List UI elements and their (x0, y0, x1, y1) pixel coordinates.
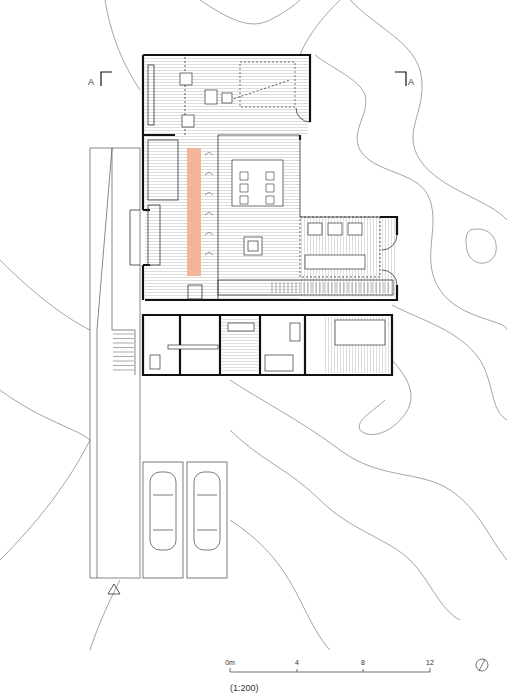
section-label: A (88, 78, 94, 87)
floors (145, 57, 395, 373)
kitchen-island (187, 148, 201, 276)
walls (143, 55, 397, 375)
stairs (113, 334, 134, 370)
entrance-marker (108, 584, 120, 594)
driveway (90, 148, 140, 578)
scale-number: 0m (225, 659, 235, 666)
chairs (205, 152, 274, 255)
bench-lines (272, 282, 388, 293)
section-label: A (408, 78, 414, 87)
contour-lines (0, 0, 507, 650)
north-arrow (476, 659, 488, 671)
parking (143, 462, 227, 578)
scale-number: 4 (295, 659, 299, 666)
interior-lines (130, 57, 397, 300)
scale-ratio: (1:200) (230, 684, 259, 693)
furniture (150, 62, 385, 371)
scale-bar (230, 668, 430, 672)
section-markers (101, 72, 406, 86)
scale-number: 8 (361, 659, 365, 666)
scale-number: 12 (426, 659, 434, 666)
